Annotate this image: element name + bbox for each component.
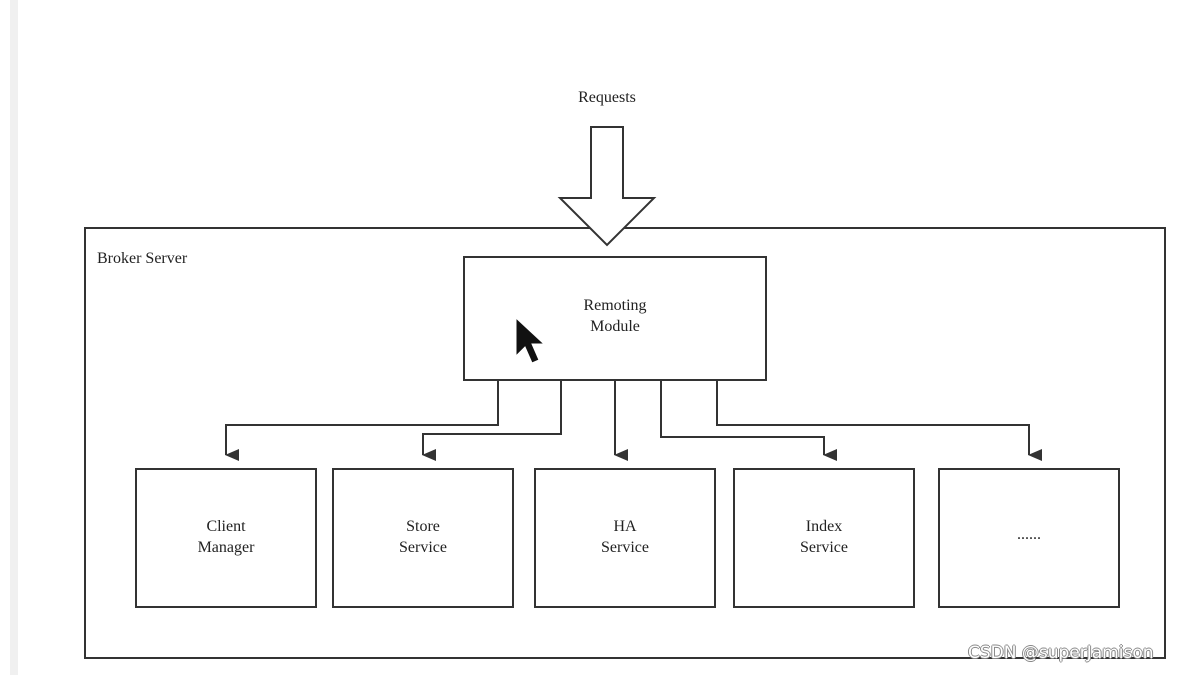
connector-more-services: [716, 380, 1042, 461]
remoting-module-line1: Remoting: [583, 296, 647, 314]
requests-arrow: [557, 126, 657, 247]
mouse-cursor-icon: [515, 316, 546, 364]
store-service-line2: Service: [399, 539, 447, 556]
client-manager-line1: Client: [206, 518, 246, 535]
ha-service-label: HA Service: [535, 469, 715, 607]
index-service-label: Index Service: [734, 469, 914, 607]
ha-service-line2: Service: [601, 539, 649, 556]
client-manager-label: Client Manager: [136, 469, 316, 607]
more-services-label: ......: [939, 469, 1119, 607]
requests-label: Requests: [578, 89, 636, 106]
broker-server-label: Broker Server: [97, 250, 188, 267]
store-service-line1: Store: [406, 518, 440, 535]
index-service-line2: Service: [800, 539, 848, 556]
store-service-label: Store Service: [333, 469, 513, 607]
client-manager-box: [135, 468, 317, 608]
index-service-box: [733, 468, 915, 608]
more-services-line1: ......: [1017, 525, 1041, 543]
watermark-text: CSDN @superJamison: [968, 643, 1154, 663]
connector-store-service: [422, 380, 562, 461]
store-service-box: [332, 468, 514, 608]
index-service-line1: Index: [805, 518, 843, 535]
more-services-box: [938, 468, 1120, 608]
page-left-gutter: [10, 0, 18, 675]
connector-index-service: [660, 380, 837, 461]
remoting-module-box: [463, 256, 767, 381]
remoting-module-label: Remoting Module: [464, 257, 766, 380]
client-manager-line2: Manager: [197, 539, 255, 556]
remoting-module-line2: Module: [590, 317, 640, 335]
ha-service-box: [534, 468, 716, 608]
ha-service-line1: HA: [613, 518, 637, 535]
connector-client-manager: [225, 380, 499, 461]
